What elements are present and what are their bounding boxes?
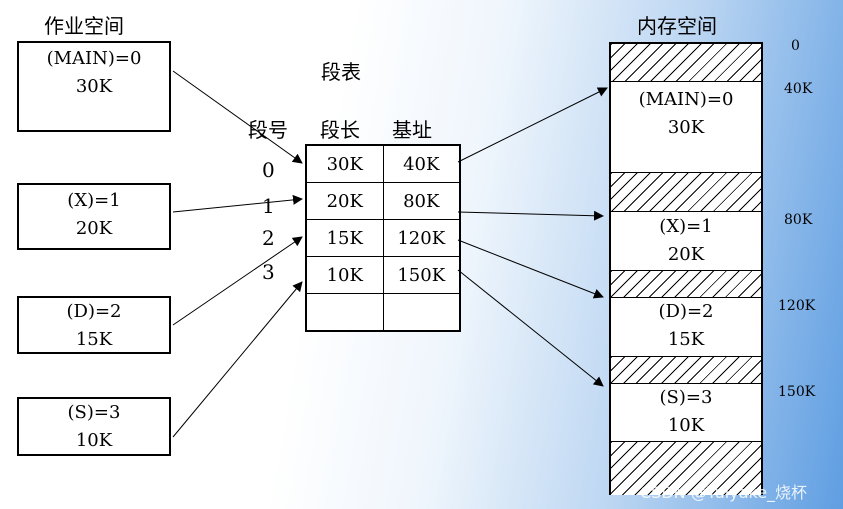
arrow-job-s-to-table [172, 281, 303, 438]
job-segment-size: 30K [75, 76, 113, 97]
segment-base-header: 基址 [392, 118, 432, 142]
memory-free-block [611, 172, 761, 212]
arrow-job-x-to-table [172, 194, 303, 213]
memory-column: (MAIN)=0 30K (X)=1 20K (D)=2 15K (S)=3 1… [609, 42, 763, 495]
arrow-table-150k-to-memory [457, 269, 604, 387]
row-index: 1 [262, 194, 275, 218]
segment-length-cell: 10K [305, 256, 384, 294]
memory-block-name: (D)=2 [658, 301, 714, 322]
job-segment-x: (X)=1 20K [17, 183, 171, 250]
job-space-title: 作业空间 [44, 14, 124, 38]
memory-space-title: 内存空间 [637, 14, 717, 38]
segment-base-cell [382, 293, 461, 332]
job-segment-size: 15K [75, 329, 113, 350]
segment-base-cell: 80K [382, 182, 461, 220]
job-segment-size: 10K [75, 430, 113, 451]
memory-block-size: 20K [667, 244, 705, 265]
memory-block-size: 30K [667, 117, 705, 138]
memory-block-main: (MAIN)=0 30K [611, 82, 761, 172]
table-row [305, 293, 461, 332]
job-segment-name: (X)=1 [67, 190, 121, 211]
segment-index-header: 段号 [248, 118, 288, 142]
row-index: 0 [262, 158, 275, 182]
memory-address-label: 80K [784, 212, 813, 228]
memory-free-block [611, 44, 761, 82]
memory-address-label: 0 [791, 38, 800, 54]
arrow-table-40k-to-memory [457, 87, 608, 163]
segment-table: 30K 40K 20K 80K 15K 120K 10K 150K [305, 144, 461, 332]
arrow-job-d-to-table [172, 236, 303, 326]
job-segment-d: (D)=2 15K [17, 296, 171, 354]
table-row: 10K 150K [305, 256, 461, 294]
segment-base-cell: 120K [382, 219, 461, 257]
table-row: 15K 120K [305, 219, 461, 257]
arrow-table-120k-to-memory [457, 239, 604, 299]
memory-block-s: (S)=3 10K [611, 384, 761, 441]
segment-base-cell: 40K [382, 144, 461, 183]
memory-block-d: (D)=2 15K [611, 298, 761, 356]
table-row: 30K 40K [305, 144, 461, 183]
memory-block-size: 10K [667, 415, 705, 436]
row-index: 2 [262, 226, 275, 250]
segment-table-title: 段表 [321, 60, 361, 84]
memory-free-block [611, 270, 761, 298]
arrow-job-main-to-table [172, 70, 303, 164]
memory-block-name: (MAIN)=0 [638, 89, 734, 110]
job-segment-name: (D)=2 [66, 301, 122, 322]
segment-length-cell [305, 293, 384, 332]
job-segment-main: (MAIN)=0 30K [17, 41, 171, 132]
memory-block-name: (X)=1 [659, 216, 713, 237]
memory-block-name: (S)=3 [659, 387, 713, 408]
memory-address-label: 150K [778, 384, 816, 400]
job-segment-name: (S)=3 [67, 402, 121, 423]
job-segment-name: (MAIN)=0 [46, 48, 142, 69]
watermark: CSDN @Yuiyake_烧杯 [640, 483, 808, 502]
memory-address-label: 40K [784, 81, 813, 97]
segment-base-cell: 150K [382, 256, 461, 294]
memory-address-label: 120K [778, 298, 816, 314]
job-segment-size: 20K [75, 218, 113, 239]
memory-block-size: 15K [667, 329, 705, 350]
arrow-table-80k-to-memory [457, 210, 604, 221]
row-index: 3 [262, 260, 275, 284]
memory-block-x: (X)=1 20K [611, 212, 761, 270]
segment-length-header: 段长 [320, 118, 360, 142]
memory-free-block [611, 356, 761, 384]
table-row: 20K 80K [305, 182, 461, 220]
memory-free-block [611, 441, 761, 495]
job-segment-s: (S)=3 10K [17, 397, 171, 456]
